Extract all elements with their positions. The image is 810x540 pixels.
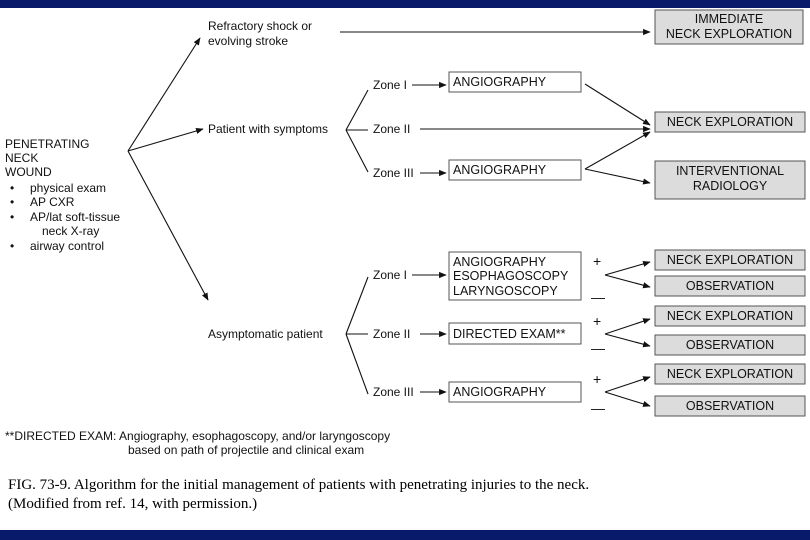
arrow-z1-observation xyxy=(604,274,651,289)
box-z2-neck-exploration xyxy=(654,305,806,327)
box-sym-angiography-3-label: ANGIOGRAPHY xyxy=(453,163,547,177)
minus-sign: — xyxy=(591,400,605,416)
algorithm-diagram: PENETRATING NECK WOUND • physical exam •… xyxy=(5,9,806,457)
box-sym-angiography-1 xyxy=(448,71,582,93)
box-ir-line2: RADIOLOGY xyxy=(693,179,768,193)
bullet-dot: • xyxy=(10,195,14,209)
bullet-physical-exam: physical exam xyxy=(30,181,106,195)
arrow-z2-observation xyxy=(604,333,651,348)
arrow-z3-exploration xyxy=(604,376,651,393)
minus-sign: — xyxy=(591,289,605,305)
box-z3-observation xyxy=(654,395,806,417)
asym-fork-up xyxy=(345,276,369,335)
box-immediate-line1: IMMEDIATE xyxy=(695,12,764,26)
sym-fork-up xyxy=(345,89,369,131)
arrow-z2-exploration xyxy=(604,318,651,335)
arrow-z1-exploration xyxy=(604,260,651,276)
box-z3-neck-exploration-label: NECK EXPLORATION xyxy=(667,367,793,381)
box-z3-neck-exploration xyxy=(654,363,806,385)
box-aelbox-line2: ESOPHAGOSCOPY xyxy=(453,269,569,283)
sym-fork-down xyxy=(345,129,369,173)
arrow-angio1-to-exploration xyxy=(584,83,651,126)
arrow-to-asymptomatic xyxy=(127,150,209,301)
box-aelbox-line1: ANGIOGRAPHY xyxy=(453,255,547,269)
arrow-to-symptomatic xyxy=(127,127,204,152)
bullet-dot: • xyxy=(10,181,14,195)
bullet-dot: • xyxy=(10,239,14,253)
box-sym-neck-exploration-label: NECK EXPLORATION xyxy=(667,115,793,129)
top-banner xyxy=(0,0,810,8)
branch-shock-line2: evolving stroke xyxy=(208,34,288,48)
box-z1-neck-exploration xyxy=(654,249,806,271)
box-asym-angiography-label: ANGIOGRAPHY xyxy=(453,385,547,399)
asym-fork-down xyxy=(345,333,369,395)
sym-zone1: Zone I xyxy=(373,78,407,92)
box-directed-exam-label: DIRECTED EXAM** xyxy=(453,327,566,341)
arrow-angio3-to-ir xyxy=(584,168,651,185)
plus-sign: + xyxy=(593,313,601,329)
box-directed-exam xyxy=(448,322,582,345)
box-angio-esoph-laryng xyxy=(448,251,582,301)
box-z2-observation-label: OBSERVATION xyxy=(686,338,774,352)
bullet-soft-tissue: AP/lat soft-tissue xyxy=(30,210,120,224)
caption-line2: (Modified from ref. 14, with permission.… xyxy=(8,496,258,512)
box-interventional-radiology xyxy=(654,160,806,200)
arrow-to-shock xyxy=(127,37,201,152)
branch-symptomatic: Patient with symptoms xyxy=(208,122,328,136)
box-aelbox-line3: LARYNGOSCOPY xyxy=(453,284,558,298)
branch-shock-line1: Refractory shock or xyxy=(208,19,312,33)
asym-zone2: Zone II xyxy=(373,327,410,341)
start-title-2: NECK xyxy=(5,151,38,165)
arrow-angio3-to-exploration xyxy=(584,131,651,170)
asym-zone3: Zone III xyxy=(373,385,414,399)
sym-zone2: Zone II xyxy=(373,122,410,136)
plus-sign: + xyxy=(593,371,601,387)
box-immediate-exploration xyxy=(654,9,804,45)
bottom-banner xyxy=(0,530,810,540)
box-sym-neck-exploration xyxy=(654,111,806,133)
bullet-neck-xray: neck X-ray xyxy=(42,224,99,238)
plus-sign: + xyxy=(593,253,601,269)
box-immediate-line2: NECK EXPLORATION xyxy=(666,27,792,41)
box-sym-angiography-3 xyxy=(448,159,582,181)
box-ir-line1: INTERVENTIONAL xyxy=(676,164,784,178)
branch-asymptomatic: Asymptomatic patient xyxy=(208,327,323,341)
box-z3-observation-label: OBSERVATION xyxy=(686,399,774,413)
box-z1-neck-exploration-label: NECK EXPLORATION xyxy=(667,253,793,267)
minus-sign: — xyxy=(591,340,605,356)
box-asym-angiography xyxy=(448,381,582,403)
sym-zone3: Zone III xyxy=(373,166,414,180)
arrow-z3-observation xyxy=(604,391,651,407)
bullet-dot: • xyxy=(10,210,14,224)
start-title-3: WOUND xyxy=(5,165,52,179)
box-z1-observation-label: OBSERVATION xyxy=(686,279,774,293)
footnote-line2: based on path of projectile and clinical… xyxy=(128,443,364,457)
bullet-airway: airway control xyxy=(30,239,104,253)
asym-zone1: Zone I xyxy=(373,268,407,282)
start-title-1: PENETRATING xyxy=(5,137,89,151)
bullet-ap-cxr: AP CXR xyxy=(30,195,75,209)
box-z2-neck-exploration-label: NECK EXPLORATION xyxy=(667,309,793,323)
caption-line1: FIG. 73-9. Algorithm for the initial man… xyxy=(8,477,590,493)
footnote-line1: **DIRECTED EXAM: Angiography, esophagosc… xyxy=(5,429,390,443)
figure-caption: FIG. 73-9. Algorithm for the initial man… xyxy=(8,476,589,514)
box-z1-observation xyxy=(654,275,806,297)
start-node: PENETRATING NECK WOUND • physical exam •… xyxy=(5,137,120,253)
box-z2-observation xyxy=(654,334,806,356)
box-sym-angiography-1-label: ANGIOGRAPHY xyxy=(453,75,547,89)
